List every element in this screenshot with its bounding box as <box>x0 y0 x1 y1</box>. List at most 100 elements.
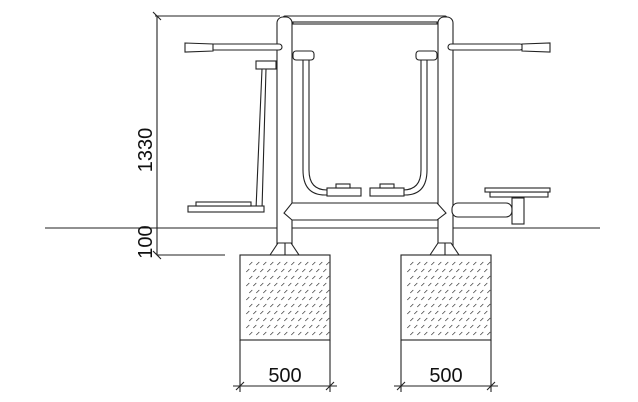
hatch-mark <box>274 282 278 287</box>
depth-label: 100 <box>135 225 157 258</box>
hatch-mark <box>249 289 253 294</box>
hatch-mark <box>452 261 456 266</box>
hatch-mark <box>253 282 257 287</box>
hatch-mark <box>319 261 323 266</box>
hatch-mark <box>298 331 302 336</box>
right-post <box>437 16 454 256</box>
hatch-mark <box>466 303 470 308</box>
hatch-mark <box>428 268 432 273</box>
hatch-mark <box>253 296 257 301</box>
hatch-mark <box>316 282 320 287</box>
hatch-mark <box>470 324 474 329</box>
hatch-mark <box>445 275 449 280</box>
hatch-mark <box>281 268 285 273</box>
hatch-mark <box>316 310 320 315</box>
hatch-mark <box>473 289 477 294</box>
hatch-mark <box>407 268 411 273</box>
hatch-mark <box>291 303 295 308</box>
hatch-mark <box>263 317 267 322</box>
hatch-mark <box>277 275 281 280</box>
hatch-mark <box>302 310 306 315</box>
hatch-mark <box>302 324 306 329</box>
hatch-mark <box>459 317 463 322</box>
hatch-mark <box>484 282 488 287</box>
hatch-mark <box>316 324 320 329</box>
hatch-mark <box>249 261 253 266</box>
hatch-mark <box>319 303 323 308</box>
hatch-mark <box>316 296 320 301</box>
hatch-mark <box>323 268 327 273</box>
hatch-mark <box>274 324 278 329</box>
hatch-mark <box>456 310 460 315</box>
hatch-mark <box>424 331 428 336</box>
hatch-mark <box>421 310 425 315</box>
left-post <box>276 16 293 256</box>
hatch-mark <box>323 282 327 287</box>
hatch-mark <box>414 282 418 287</box>
hatch-mark <box>480 289 484 294</box>
hatch-mark <box>452 275 456 280</box>
hatch-mark <box>316 268 320 273</box>
hatch-mark <box>267 324 271 329</box>
hatch-mark <box>326 317 330 322</box>
hatch-mark <box>249 331 253 336</box>
hatch-mark <box>253 268 257 273</box>
hatch-mark <box>480 275 484 280</box>
hatch-mark <box>260 296 264 301</box>
hatch-mark <box>445 303 449 308</box>
hatch-mark <box>438 275 442 280</box>
hatch-mark <box>466 317 470 322</box>
hatch-mark <box>417 331 421 336</box>
hatch-mark <box>487 289 491 294</box>
hatch-mark <box>459 289 463 294</box>
hatch-mark <box>270 289 274 294</box>
hatch-mark <box>326 303 330 308</box>
hatch-mark <box>284 317 288 322</box>
hatch-mark <box>428 296 432 301</box>
hatch-mark <box>295 310 299 315</box>
hatch-mark <box>267 296 271 301</box>
hatch-mark <box>424 289 428 294</box>
walker-leg-left <box>292 50 362 197</box>
hatch-mark <box>263 275 267 280</box>
hatch-mark <box>319 275 323 280</box>
left-footing <box>239 254 331 341</box>
hatch-mark <box>323 310 327 315</box>
hatch-mark <box>305 261 309 266</box>
hatch-mark <box>284 289 288 294</box>
hatch-mark <box>484 296 488 301</box>
hatch-mark <box>424 261 428 266</box>
left-swing-pedal <box>187 60 277 213</box>
right-width-dimension: 500 <box>394 340 498 392</box>
hatch-mark <box>274 296 278 301</box>
hatch-mark <box>298 261 302 266</box>
left-width-dimension: 500 <box>233 340 337 392</box>
hatch-mark <box>428 282 432 287</box>
hatch-mark <box>270 331 274 336</box>
hatch-mark <box>438 331 442 336</box>
hatch-mark <box>249 275 253 280</box>
hatch-mark <box>298 317 302 322</box>
hatch-mark <box>445 331 449 336</box>
hatch-mark <box>410 261 414 266</box>
hatch-mark <box>277 331 281 336</box>
hatch-mark <box>442 282 446 287</box>
hatch-mark <box>452 317 456 322</box>
hatch-mark <box>435 282 439 287</box>
hatch-mark <box>407 310 411 315</box>
hatch-mark <box>288 268 292 273</box>
hatch-mark <box>417 275 421 280</box>
right-width-label: 500 <box>429 365 462 387</box>
hatch-mark <box>246 296 250 301</box>
hatch-mark <box>463 268 467 273</box>
hatch-mark <box>428 324 432 329</box>
hatch-mark <box>431 317 435 322</box>
hatch-mark <box>298 303 302 308</box>
hatch-mark <box>281 324 285 329</box>
hatch-mark <box>435 296 439 301</box>
hatch-mark <box>435 310 439 315</box>
hatch-mark <box>267 268 271 273</box>
hatch-mark <box>295 324 299 329</box>
hatch-mark <box>291 289 295 294</box>
hatch-mark <box>410 303 414 308</box>
